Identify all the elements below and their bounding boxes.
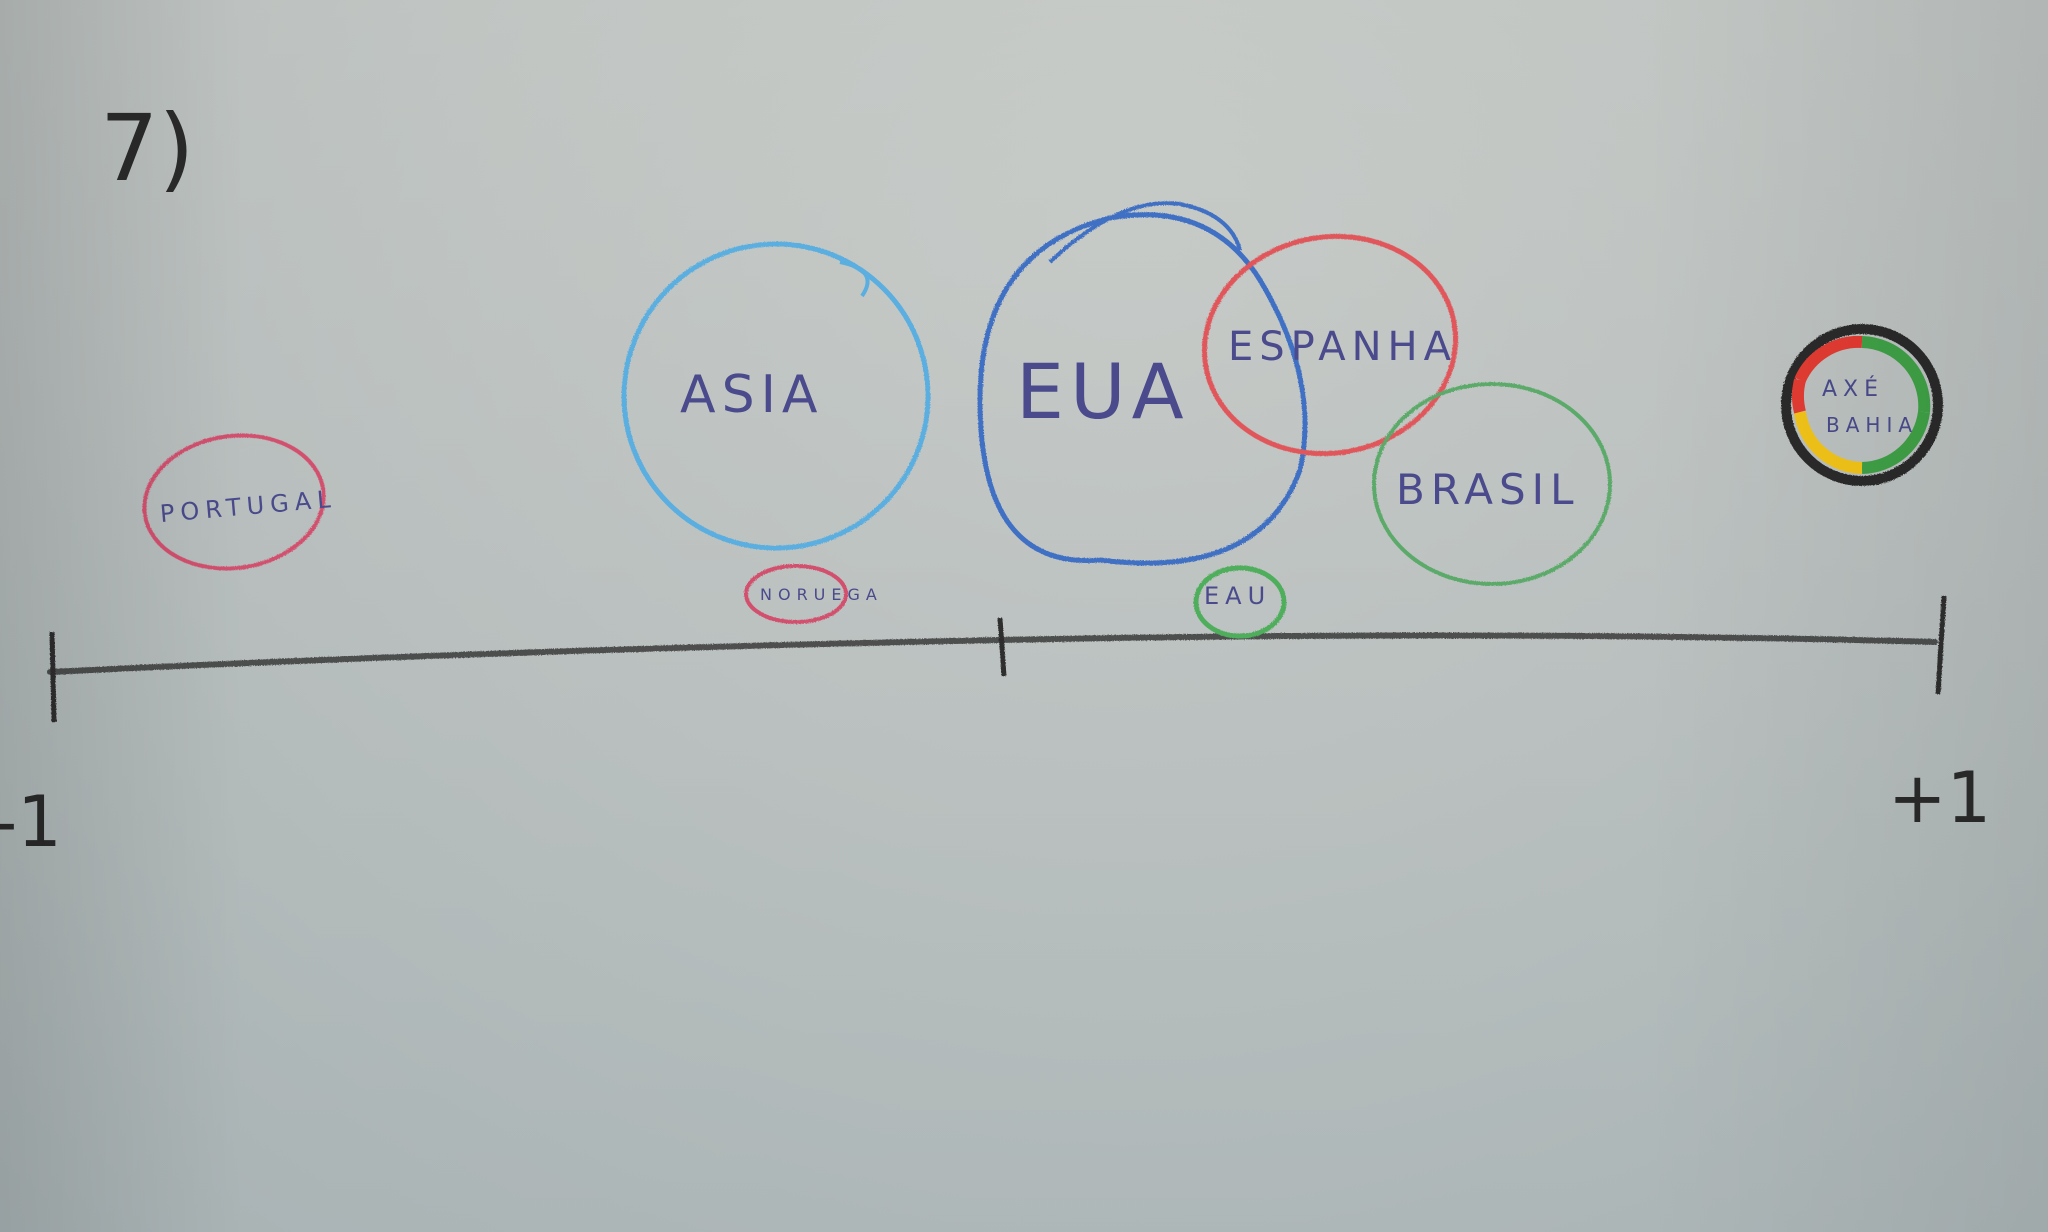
bubble-label-eau: EAU (1204, 582, 1271, 610)
bubble-espanha: ESPANHA (1202, 233, 1458, 457)
bubble-label-asia: ASIA (680, 365, 824, 425)
scale-right-label: +1 (1888, 757, 1991, 839)
bubble-label-brasil: BRASIL (1396, 465, 1579, 514)
question-number: 7) (100, 95, 194, 202)
bubble-portugal: PORTUGAL (142, 433, 338, 571)
bubble-eua: EUA (977, 201, 1308, 566)
bubble-axe-bahia: AXÉ BAHIA (1781, 324, 1943, 486)
scale-left-label: -1 (0, 781, 62, 863)
bubble-label-espanha: ESPANHA (1228, 324, 1457, 370)
bubble-asia: ASIA (621, 241, 931, 551)
bubble-label-eua: EUA (1016, 347, 1190, 436)
bubble-label-axe: AXÉ (1822, 376, 1884, 402)
bubble-label-portugal: PORTUGAL (159, 485, 338, 528)
scale-tick-left (49, 631, 57, 723)
scale-line (47, 632, 1938, 675)
scale-tick-middle (997, 617, 1007, 677)
scale-axis (47, 595, 1947, 723)
bubble-label-bahia: BAHIA (1826, 413, 1918, 437)
bubble-brasil: BRASIL (1372, 382, 1612, 586)
bubble-label-noruega: NORUEGA (760, 585, 883, 604)
scale-tick-right (1935, 595, 1947, 695)
bubble-noruega: NORUEGA (744, 564, 883, 624)
bubble-eau: EAU (1193, 565, 1287, 639)
